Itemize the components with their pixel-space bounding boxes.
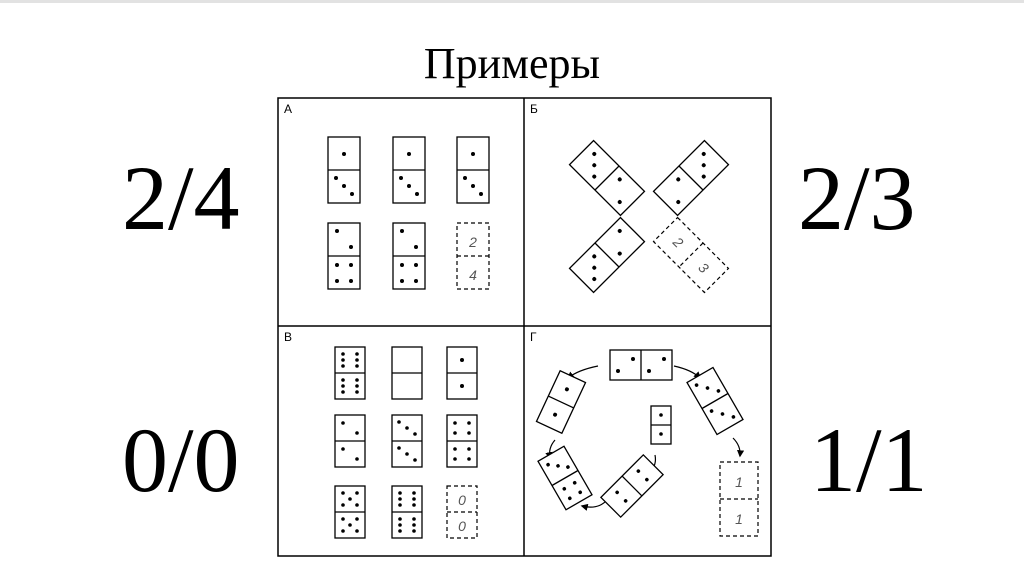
domino — [392, 136, 426, 204]
domino — [599, 453, 665, 519]
domino — [334, 485, 366, 539]
missing-value-top: 0 — [458, 492, 466, 508]
missing-value-top: 2 — [468, 234, 477, 250]
domino — [535, 369, 587, 435]
missing-value-bottom: 1 — [735, 511, 743, 527]
domino — [391, 346, 423, 400]
domino — [392, 222, 426, 290]
domino — [537, 445, 593, 511]
missing-domino: 2 3 — [652, 216, 730, 294]
panel-v: 0 0 — [334, 346, 478, 539]
panel-a: 2 4 — [327, 136, 490, 290]
cycle-arrow — [580, 499, 608, 511]
missing-domino — [719, 461, 759, 537]
missing-value-bottom: 4 — [469, 267, 477, 283]
domino — [391, 414, 423, 468]
domino — [568, 139, 646, 217]
cycle-arrow — [732, 437, 745, 458]
cycle-arrow — [673, 365, 702, 380]
panel-b-label: Б — [530, 102, 538, 116]
domino — [446, 414, 478, 468]
domino — [327, 136, 361, 204]
panel-b: 2 3 — [568, 139, 730, 294]
domino — [391, 485, 423, 539]
domino — [334, 414, 366, 468]
missing-value-top: 1 — [735, 474, 743, 490]
domino — [568, 216, 646, 294]
panel-g-label: Г — [530, 330, 537, 344]
domino — [650, 405, 672, 445]
domino — [609, 349, 673, 381]
domino — [334, 346, 366, 400]
panel-v-label: В — [284, 330, 292, 344]
answer-top-left: 2/4 — [122, 147, 240, 249]
domino — [652, 139, 730, 217]
panel-a-label: А — [284, 102, 292, 116]
domino-puzzle-grid: А Б В Г — [277, 97, 772, 557]
domino — [327, 222, 361, 290]
domino — [446, 346, 478, 400]
answer-bottom-left: 0/0 — [122, 409, 240, 511]
answer-bottom-right: 1/1 — [810, 409, 928, 511]
page-title: Примеры — [423, 39, 601, 88]
answer-top-right: 2/3 — [798, 147, 916, 249]
missing-value-bottom: 0 — [458, 518, 466, 534]
domino — [686, 366, 744, 436]
missing-domino — [446, 485, 478, 539]
missing-domino — [456, 222, 490, 290]
top-divider-line — [0, 0, 1024, 3]
panel-g: 1 1 — [535, 349, 759, 537]
domino — [456, 136, 490, 204]
